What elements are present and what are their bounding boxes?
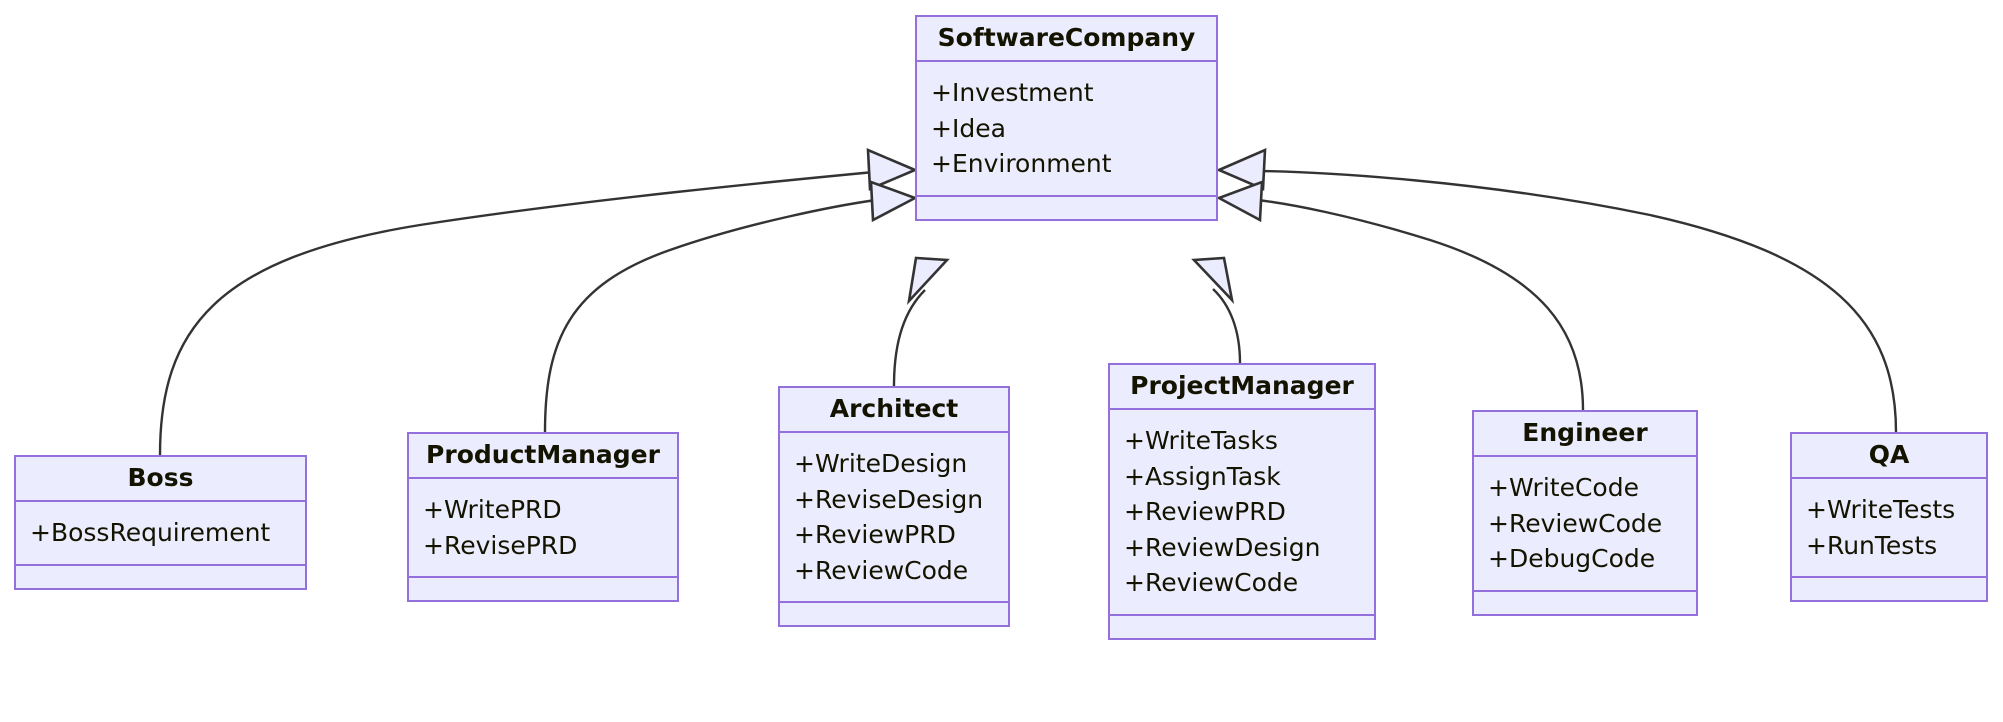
class-attribute: +WritePRD: [423, 495, 562, 525]
class-attributes-productmanager: +WritePRD +RevisePRD: [409, 479, 677, 579]
arrowhead-architect: [907, 256, 950, 306]
class-node-productmanager[interactable]: ProductManager +WritePRD +RevisePRD: [407, 432, 679, 603]
class-attribute: +WriteTests: [1806, 495, 1956, 525]
class-attribute: +ReviewCode: [1124, 568, 1299, 598]
class-attribute: +ReviewCode: [794, 555, 969, 585]
class-node-projectmanager[interactable]: ProjectManager +WriteTasks +AssignTask +…: [1108, 363, 1376, 640]
class-attributes-architect: +WriteDesign +ReviseDesign +ReviewPRD +R…: [780, 433, 1008, 604]
class-methods-boss: [16, 566, 305, 588]
class-title-architect: Architect: [780, 388, 1008, 434]
class-methods-productmanager: [409, 578, 677, 600]
class-title-qa: QA: [1792, 434, 1986, 480]
class-node-architect[interactable]: Architect +WriteDesign +ReviseDesign +Re…: [778, 386, 1010, 628]
class-attributes-softwarecompany: +Investment +Idea +Environment: [917, 62, 1216, 197]
class-node-engineer[interactable]: Engineer +WriteCode +ReviewCode +DebugCo…: [1472, 410, 1698, 616]
class-attribute: +RevisePRD: [423, 530, 578, 560]
class-attribute: +ReviewCode: [1488, 508, 1663, 538]
class-attribute: +ReviewDesign: [1124, 532, 1321, 562]
edge-projectmanager-to-softwarecompany: [1212, 288, 1242, 364]
arrowhead-boss: [866, 147, 919, 191]
class-title-engineer: Engineer: [1474, 412, 1696, 458]
class-node-qa[interactable]: QA +WriteTests +RunTests: [1790, 432, 1988, 603]
class-attribute: +WriteDesign: [794, 449, 968, 479]
class-attributes-qa: +WriteTests +RunTests: [1792, 479, 1986, 579]
class-attribute: +ReviewPRD: [794, 520, 956, 550]
class-attribute: +RunTests: [1806, 530, 1938, 560]
class-methods-architect: [780, 603, 1008, 625]
class-title-boss: Boss: [16, 457, 305, 503]
class-title-projectmanager: ProjectManager: [1110, 365, 1374, 411]
class-title-productmanager: ProductManager: [409, 434, 677, 480]
class-attributes-engineer: +WriteCode +ReviewCode +DebugCode: [1474, 457, 1696, 592]
class-attribute: +AssignTask: [1124, 461, 1281, 491]
class-methods-qa: [1792, 578, 1986, 600]
class-node-softwarecompany[interactable]: SoftwareCompany +Investment +Idea +Envir…: [915, 15, 1218, 221]
class-attribute: +Environment: [931, 149, 1112, 179]
class-attribute: +DebugCode: [1488, 544, 1656, 574]
edge-boss-to-softwarecompany: [158, 170, 875, 456]
arrowhead-engineer: [1215, 180, 1264, 223]
class-attribute: +BossRequirement: [30, 518, 271, 548]
class-attribute: +WriteCode: [1488, 473, 1639, 503]
class-attributes-projectmanager: +WriteTasks +AssignTask +ReviewPRD +Revi…: [1110, 410, 1374, 616]
class-attribute: +WriteTasks: [1124, 426, 1278, 456]
class-attribute: +Idea: [931, 113, 1006, 143]
arrowhead-productmanager: [869, 180, 919, 223]
class-methods-engineer: [1474, 592, 1696, 614]
arrowhead-projectmanager: [1191, 256, 1235, 305]
class-methods-projectmanager: [1110, 616, 1374, 638]
class-attribute: +Investment: [931, 78, 1094, 108]
class-attribute: +ReviseDesign: [794, 484, 984, 514]
arrowhead-qa: [1215, 147, 1267, 191]
class-attributes-boss: +BossRequirement: [16, 502, 305, 566]
class-attribute: +ReviewPRD: [1124, 497, 1286, 527]
class-title-softwarecompany: SoftwareCompany: [917, 17, 1216, 63]
class-node-boss[interactable]: Boss +BossRequirement: [14, 455, 307, 590]
edge-architect-to-softwarecompany: [892, 289, 926, 387]
class-methods-softwarecompany: [917, 197, 1216, 219]
